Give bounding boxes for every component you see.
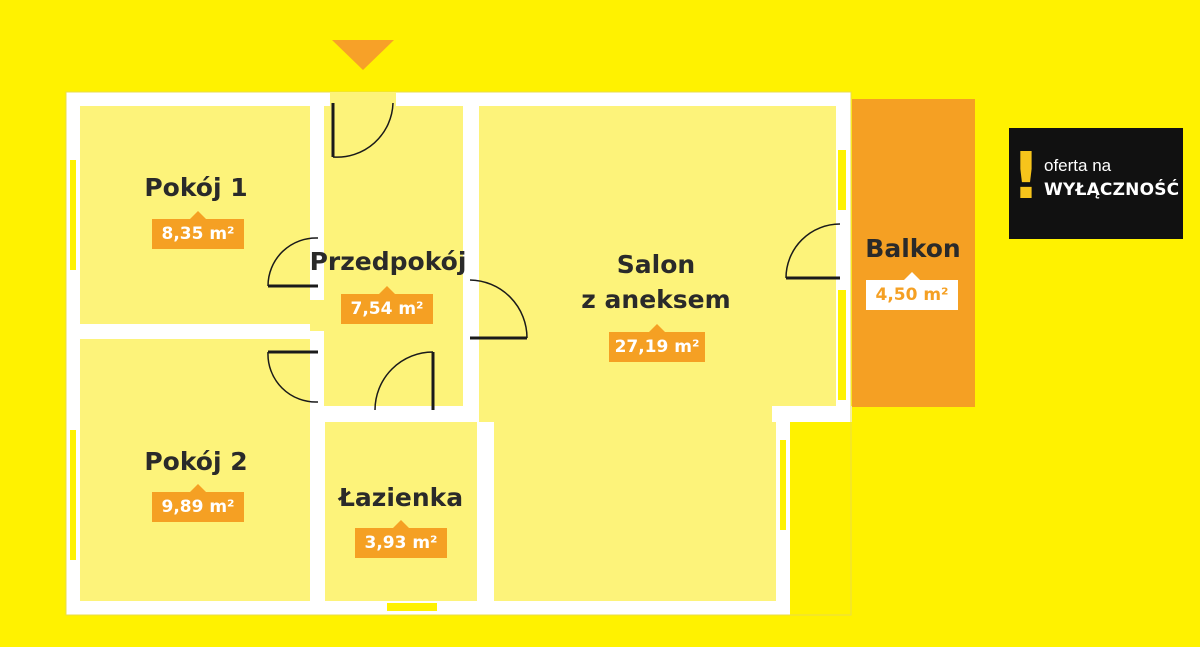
room-name-lazienka: Łazienka — [338, 483, 464, 512]
area-badge-salon: 27,19 m² — [609, 324, 705, 362]
area-badge-pokoj-1: 8,35 m² — [152, 211, 244, 249]
room-name-salon-line2: z aneksem — [581, 285, 731, 314]
room-name-salon-line1: Salon — [616, 250, 696, 279]
room-name-pokoj-1: Pokój 1 — [144, 173, 248, 202]
exclusive-offer-badge — [1009, 128, 1183, 239]
room-name-pokoj-2: Pokój 2 — [144, 447, 248, 476]
exclamation-icon: ! — [1011, 140, 1041, 214]
room-name-balkon: Balkon — [865, 234, 961, 263]
area-badge-balkon: 4,50 m² — [866, 272, 958, 310]
room-lazienka-floor — [325, 422, 477, 601]
entrance-marker-icon — [332, 40, 394, 70]
offer-line-2: WYŁĄCZNOŚĆ — [1044, 180, 1180, 200]
area-badge-pokoj-2: 9,89 m² — [152, 484, 244, 522]
entrance-opening — [330, 92, 396, 106]
balcony-area — [852, 99, 975, 407]
room-pokoj-2-floor — [80, 339, 310, 601]
room-name-przedpokoj: Przedpokój — [309, 247, 467, 276]
offer-line-1: oferta na — [1044, 156, 1112, 175]
room-przedpokoj-floor — [310, 106, 463, 406]
doors — [267, 102, 841, 411]
wall-outlines — [65, 91, 852, 616]
area-badge-lazienka: 3,93 m² — [355, 520, 447, 558]
area-badge-przedpokoj: 7,54 m² — [341, 286, 433, 324]
windows — [70, 150, 846, 611]
